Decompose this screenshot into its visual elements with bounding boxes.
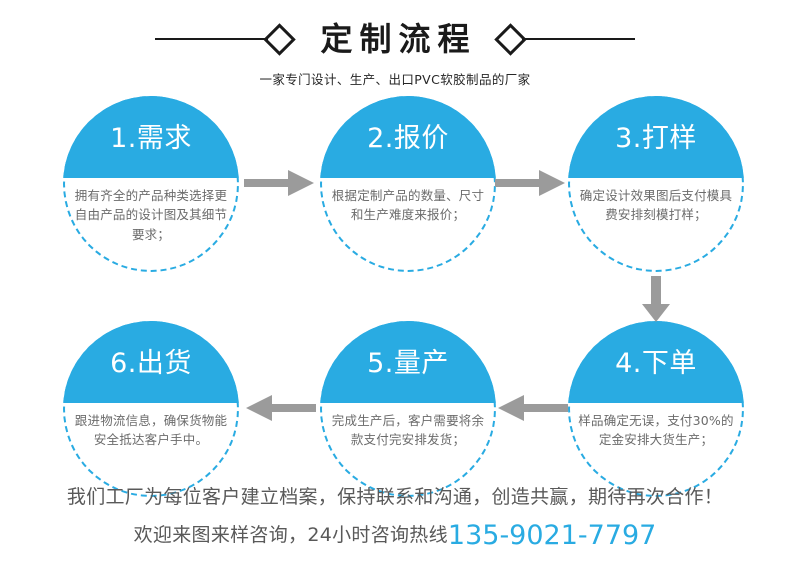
page-footer: 我们工厂为每位客户建立档案，保持联系和沟通，创造共赢，期待再次合作！ 欢迎来图来…	[0, 484, 790, 554]
step-5-description: 完成生产后，客户需要将余款支付完安排发货；	[331, 413, 485, 448]
page-title: 定制流程	[320, 20, 477, 58]
flow-step-1[interactable]: 1.需求 拥有齐全的产品种类选择更自由产品的设计图及其细节要求；	[63, 96, 239, 272]
step-4-label: 4.下单	[615, 348, 697, 379]
arrow-step3-to-step4-icon	[641, 276, 671, 324]
step-2-label: 2.报价	[367, 123, 449, 154]
step-3-description: 确定设计效果图后支付模具费安排刻模打样；	[579, 188, 733, 223]
step-1-label: 1.需求	[110, 123, 192, 154]
flow-step-2[interactable]: 2.报价 根据定制产品的数量、尺寸和生产难度来报价；	[320, 96, 496, 272]
flow-step-6[interactable]: 6.出货 跟进物流信息，确保货物能安全抵达客户手中。	[63, 321, 239, 497]
step-4-description: 样品确定无误，支付30%的定金安排大货生产；	[578, 413, 734, 448]
step-6-label: 6.出货	[110, 348, 192, 379]
step-6-description: 跟进物流信息，确保货物能安全抵达客户手中。	[74, 413, 228, 448]
title-row: 定制流程	[0, 16, 790, 62]
footer-message: 我们工厂为每位客户建立档案，保持联系和沟通，创造共赢，期待再次合作！	[66, 486, 724, 508]
left-rule	[155, 38, 269, 40]
step-3-label: 3.打样	[615, 123, 697, 154]
flow-step-3[interactable]: 3.打样 确定设计效果图后支付模具费安排刻模打样；	[568, 96, 744, 272]
flow-step-5[interactable]: 5.量产 完成生产后，客户需要将余款支付完安排发货；	[320, 321, 496, 497]
page-subtitle: 一家专门设计、生产、出口PVC软胶制品的厂家	[259, 72, 531, 87]
arrow-step2-to-step3-icon	[495, 168, 567, 198]
flow-step-4[interactable]: 4.下单 样品确定无误，支付30%的定金安排大货生产；	[568, 321, 744, 497]
footer-hotline-row: 欢迎来图来样咨询，24小时咨询热线135-9021-7797	[0, 517, 790, 555]
step-1-description: 拥有齐全的产品种类选择更自由产品的设计图及其细节要求；	[74, 188, 228, 242]
arrow-step4-to-step5-icon	[496, 393, 568, 423]
step-2-description: 根据定制产品的数量、尺寸和生产难度来报价；	[331, 188, 485, 223]
right-rule	[521, 38, 635, 40]
hotline-phone-number[interactable]: 135-9021-7797	[447, 519, 657, 551]
footer-hotline-prefix: 欢迎来图来样咨询，24小时咨询热线	[133, 523, 448, 546]
step-5-label: 5.量产	[367, 348, 449, 379]
page-header: 定制流程 一家专门设计、生产、出口PVC软胶制品的厂家	[0, 16, 790, 88]
arrow-step1-to-step2-icon	[244, 168, 316, 198]
arrow-step5-to-step6-icon	[244, 393, 316, 423]
